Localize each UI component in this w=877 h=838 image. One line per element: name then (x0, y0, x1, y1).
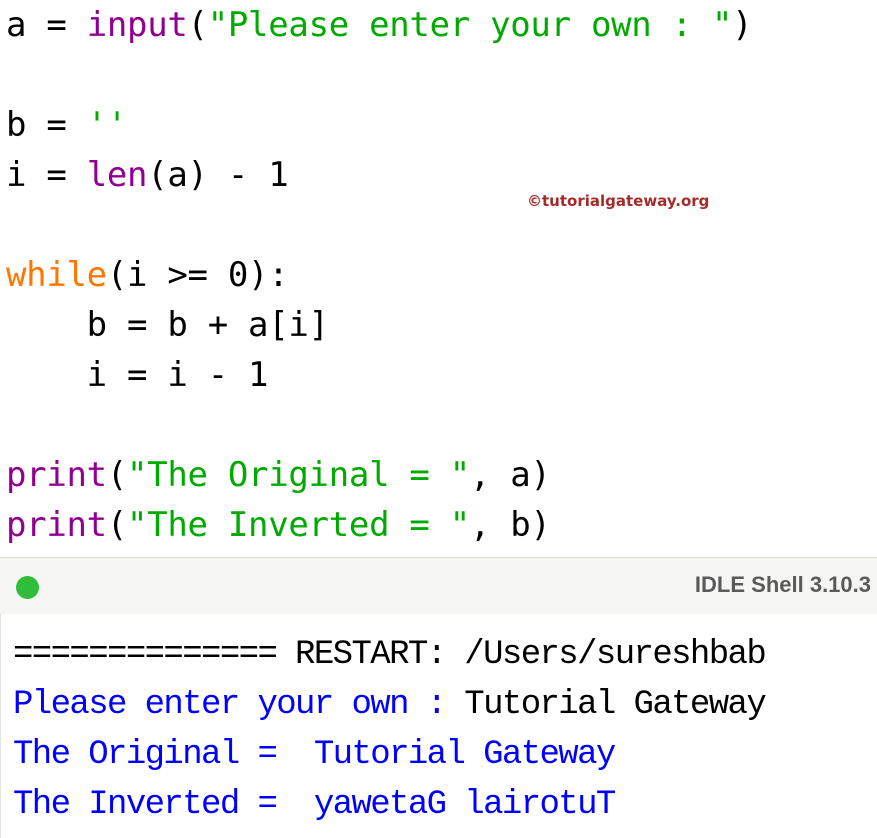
code-line-6[interactable]: i = i - 1 (6, 350, 269, 400)
shell-text: Please enter your own : (13, 686, 465, 724)
code-line-5[interactable]: b = b + a[i] (6, 300, 329, 350)
shell-line-restart: ============== RESTART: /Users/sureshbab (13, 630, 767, 680)
shell-user-input: Tutorial Gateway (464, 686, 766, 724)
code-token: (i >= 0): (106, 255, 289, 295)
shell-text: ============== RESTART: /Users/sureshbab (13, 636, 767, 674)
code-line-4[interactable]: while(i >= 0): (6, 250, 289, 300)
code-token: (a) - 1 (147, 155, 289, 195)
code-token: ( (106, 505, 128, 545)
window-zoom-button[interactable] (16, 576, 39, 599)
code-token: b = (6, 105, 87, 145)
code-token: , a) (469, 455, 551, 495)
code-token: '' (86, 105, 128, 145)
code-token: ) (732, 5, 753, 45)
code-token: "Please enter your own : " (207, 5, 733, 45)
code-token: "The Original = " (127, 455, 470, 495)
code-line-8[interactable]: print("The Inverted = ", b) (6, 500, 551, 550)
shell-output[interactable]: ============== RESTART: /Users/sureshbab… (0, 614, 877, 838)
shell-line-prompt: Please enter your own : Tutorial Gateway (13, 680, 767, 730)
code-token: i = i - 1 (6, 355, 269, 395)
code-token: len (86, 155, 148, 195)
shell-text: The Inverted = yawetaG lairotuT (13, 786, 616, 824)
watermark: ©tutorialgateway.org (527, 192, 710, 210)
shell-titlebar[interactable]: IDLE Shell 3.10.3 (0, 557, 877, 615)
code-token: input (86, 5, 188, 45)
shell-line-inverted: The Inverted = yawetaG lairotuT (13, 780, 616, 830)
window-title: IDLE Shell 3.10.3 (694, 572, 871, 597)
shell-line-original: The Original = Tutorial Gateway (13, 730, 616, 780)
code-token: print (6, 505, 107, 545)
code-token: , b) (469, 505, 551, 545)
code-token: a = (6, 5, 87, 45)
code-line-2[interactable]: b = '' (6, 100, 127, 150)
shell-text: The Original = Tutorial Gateway (13, 736, 616, 774)
code-line-3[interactable]: i = len(a) - 1 (6, 150, 289, 200)
code-token: print (6, 455, 107, 495)
code-token: ( (106, 455, 128, 495)
code-token: b = b + a[i] (6, 305, 329, 345)
code-token: ( (187, 5, 208, 45)
code-token: "The Inverted = " (127, 505, 470, 545)
code-token: while (6, 255, 107, 295)
code-line-7[interactable]: print("The Original = ", a) (6, 450, 551, 500)
code-line-1[interactable]: a = input("Please enter your own : ") (6, 0, 753, 50)
code-editor[interactable]: a = input("Please enter your own : ") b … (0, 0, 877, 556)
code-token: i = (6, 155, 87, 195)
